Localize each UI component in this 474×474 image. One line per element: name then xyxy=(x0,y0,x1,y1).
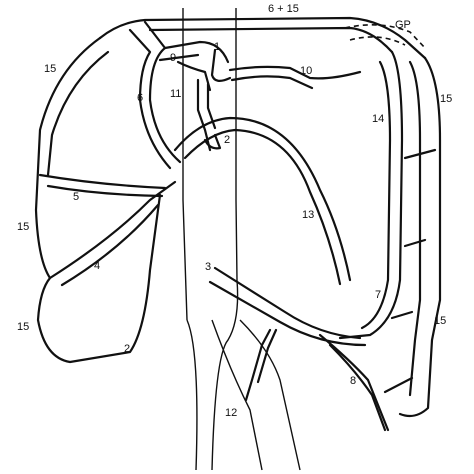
label-2-lower: 2 xyxy=(124,343,130,355)
vessel-4 xyxy=(48,180,177,280)
top-arcade-inner xyxy=(148,26,394,54)
vessel-8 xyxy=(318,333,390,432)
gp-dashed-vessel xyxy=(344,24,426,49)
top-arcade xyxy=(98,16,427,60)
label-8: 8 xyxy=(350,375,356,387)
vessel-network xyxy=(34,16,442,432)
vessel-2-node xyxy=(203,133,222,150)
label-1: 1 xyxy=(214,41,220,53)
vessel-5 xyxy=(38,173,167,190)
vessel-6 xyxy=(143,20,182,164)
label-15-mid-left: 15 xyxy=(17,221,29,233)
label-2: 2 xyxy=(224,134,230,146)
vessel-10 xyxy=(228,65,362,80)
vessel-14-outer xyxy=(360,60,392,330)
left-outer-arcade xyxy=(34,36,162,364)
label-12: 12 xyxy=(225,407,237,419)
vessel-3 xyxy=(213,266,362,340)
label-3: 3 xyxy=(205,261,211,273)
right-inner-arcade xyxy=(408,60,422,397)
vessel-12 xyxy=(244,328,272,402)
left-inner-arcade xyxy=(46,50,110,177)
label-15-lower-right: 15 xyxy=(434,315,446,327)
label-15-lower-left: 15 xyxy=(17,321,29,333)
vessel-7 xyxy=(208,280,367,347)
label-gp: GP xyxy=(395,19,411,31)
label-6: 6 xyxy=(137,92,143,104)
gp-dashed-vessel-2 xyxy=(349,36,406,46)
label-9: 9 xyxy=(170,52,176,64)
label-top: 6 + 15 xyxy=(268,3,299,15)
label-10: 10 xyxy=(300,65,312,77)
label-11: 11 xyxy=(170,88,181,100)
label-15-upper-left: 15 xyxy=(44,63,56,75)
vessel-13 xyxy=(173,116,352,282)
vessel-9 xyxy=(176,60,212,92)
vessel-14 xyxy=(338,50,404,340)
label-7: 7 xyxy=(375,289,381,301)
label-5: 5 xyxy=(73,191,79,203)
label-13: 13 xyxy=(302,209,314,221)
vessel-1 xyxy=(210,48,232,82)
label-15-upper-right: 15 xyxy=(440,93,452,105)
label-4: 4 xyxy=(94,260,100,272)
celiac-loop xyxy=(163,40,230,64)
right-outer-arcade xyxy=(398,56,442,418)
label-14: 14 xyxy=(372,113,384,125)
